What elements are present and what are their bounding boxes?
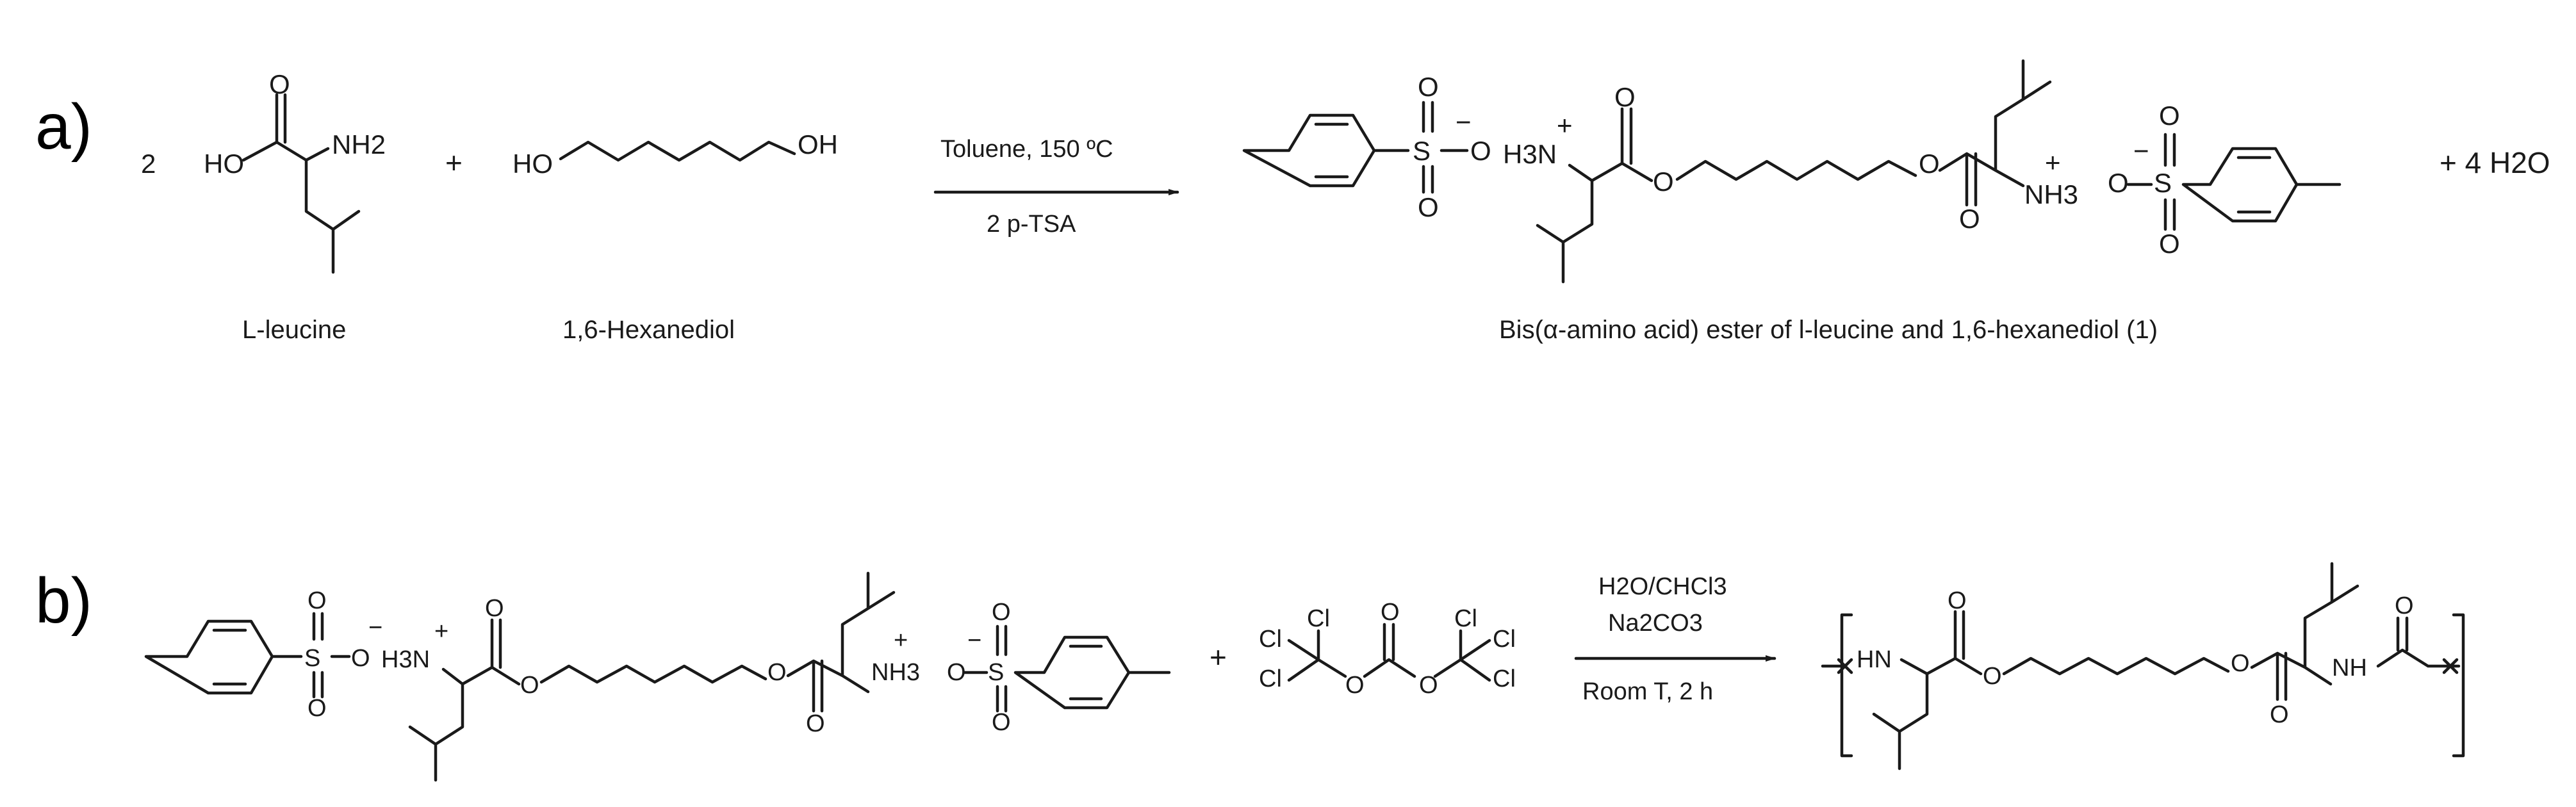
product-plus-left: + <box>1557 110 1573 140</box>
reactant-minus-right: − <box>967 627 981 654</box>
plus-sign-a: + <box>445 146 463 179</box>
product-o-upper-left: O <box>1418 72 1439 102</box>
product-o-ester-left: O <box>1653 167 1674 197</box>
triphosgene-cl-2: Cl <box>1259 626 1282 653</box>
triphosgene-cl-5: Cl <box>1493 626 1516 653</box>
polymer-o-carbonyl-right: O <box>2270 701 2289 728</box>
product-minus-right: − <box>2133 136 2149 166</box>
leucine-structure: O HO NH2 <box>204 69 386 274</box>
hexanediol-name: 1,6-Hexanediol <box>562 316 735 344</box>
leucine-o-atom: O <box>269 69 290 99</box>
polymer-structure: HN O O O O NH O <box>1821 562 2465 770</box>
hexanediol-ho-atom: HO <box>513 149 553 179</box>
polymer-o-ester-right: O <box>2231 650 2250 677</box>
reactant-o-ester-right: O <box>767 659 787 686</box>
triphosgene-cl-4: Cl <box>1454 605 1477 632</box>
leucine-ho-atom: HO <box>204 149 244 179</box>
triphosgene-structure: Cl Cl Cl Cl Cl Cl O O O <box>1259 599 1516 699</box>
reactant-o-upper-left: O <box>308 587 327 614</box>
panel-b-label: b) <box>35 565 92 637</box>
plus-sign-b: + <box>1210 640 1227 674</box>
polymer-o-ester-left: O <box>1983 663 2002 690</box>
leucine-name: L-leucine <box>242 316 346 344</box>
polymer-o-carbonyl-left: O <box>1948 587 1967 614</box>
product-structure: S O O O − H3N + O O O O NH3 + O S O O − <box>1242 59 2342 284</box>
polymer-hn-atom: HN <box>1857 646 1892 673</box>
triphosgene-o-left: O <box>1345 672 1365 699</box>
product-o-lower-right: O <box>2159 229 2180 259</box>
product-o-anion-left: O <box>1470 136 1491 166</box>
triphosgene-cl-3: Cl <box>1259 665 1282 692</box>
panel-a: a) 2 O HO NH2 L-leucine + HO OH 1,6-Hexa… <box>35 59 2550 344</box>
product-o-carbonyl-right: O <box>1959 204 1980 234</box>
reactant-o-carbonyl-left: O <box>485 595 504 622</box>
conditions-b-line1: H2O/CHCl3 <box>1598 573 1727 600</box>
product-s-right: S <box>2154 168 2172 198</box>
product-name: Bis(α-amino acid) ester of l-leucine and… <box>1499 316 2158 344</box>
reactant-plus-left: + <box>434 618 448 645</box>
product-s-left: S <box>1413 136 1431 166</box>
triphosgene-o-carbonyl: O <box>1381 599 1400 626</box>
product-nh3-right: NH3 <box>2024 179 2078 209</box>
byproduct-water: + 4 H2O <box>2440 146 2550 179</box>
product-o-upper-right: O <box>2159 101 2180 131</box>
reactant-o-carbonyl-right: O <box>806 710 825 737</box>
conditions-a-below: 2 p-TSA <box>987 211 1076 238</box>
reactant-minus-left: − <box>368 614 382 641</box>
hexanediol-structure: HO OH <box>513 129 838 179</box>
polymer-nh-atom: NH <box>2332 655 2367 681</box>
conditions-b-line3: Room T, 2 h <box>1582 678 1713 705</box>
reactant-plus-right: + <box>894 627 908 654</box>
product-o-carbonyl-left: O <box>1614 82 1636 112</box>
triphosgene-cl-1: Cl <box>1307 605 1330 632</box>
leucine-coefficient: 2 <box>141 149 156 179</box>
leucine-nh2-atom: NH2 <box>332 129 386 159</box>
product-h3n-left: H3N <box>1503 139 1557 169</box>
product-plus-right: + <box>2045 147 2061 177</box>
reactant-o-upper-right: O <box>992 599 1011 626</box>
reactant-o-anion-right: O <box>947 659 966 686</box>
reactant-o-ester-left: O <box>520 672 539 699</box>
reaction-arrow-b: H2O/CHCl3 Na2CO3 Room T, 2 h <box>1574 573 1776 705</box>
reactant-nh3-right: NH3 <box>871 659 920 686</box>
product-o-ester-right: O <box>1919 149 1940 179</box>
bis-ester-structure: S O O O − H3N + O O O O NH3 + O S O O − <box>144 571 1171 782</box>
panel-b: b) S O O O − H3N + O O O O NH3 + O S O O <box>35 562 2465 782</box>
reactant-s-left: S <box>304 645 320 672</box>
triphosgene-cl-6: Cl <box>1493 665 1516 692</box>
product-o-anion-right: O <box>2108 168 2129 198</box>
polymer-o-urea: O <box>2395 592 2414 619</box>
reactant-o-anion-left: O <box>351 645 370 672</box>
reactant-h3n-left: H3N <box>381 646 430 673</box>
conditions-a-above: Toluene, 150 ºC <box>940 136 1113 163</box>
reaction-arrow-a: Toluene, 150 ºC 2 p-TSA <box>933 136 1179 238</box>
product-o-lower-left: O <box>1418 192 1439 222</box>
reactant-o-lower-right: O <box>992 709 1011 736</box>
hexanediol-oh-atom: OH <box>798 129 838 159</box>
reactant-s-right: S <box>988 659 1004 686</box>
product-minus-left: − <box>1456 107 1472 137</box>
conditions-b-line2: Na2CO3 <box>1608 610 1703 637</box>
reactant-o-lower-left: O <box>308 695 327 722</box>
panel-a-label: a) <box>35 91 92 163</box>
